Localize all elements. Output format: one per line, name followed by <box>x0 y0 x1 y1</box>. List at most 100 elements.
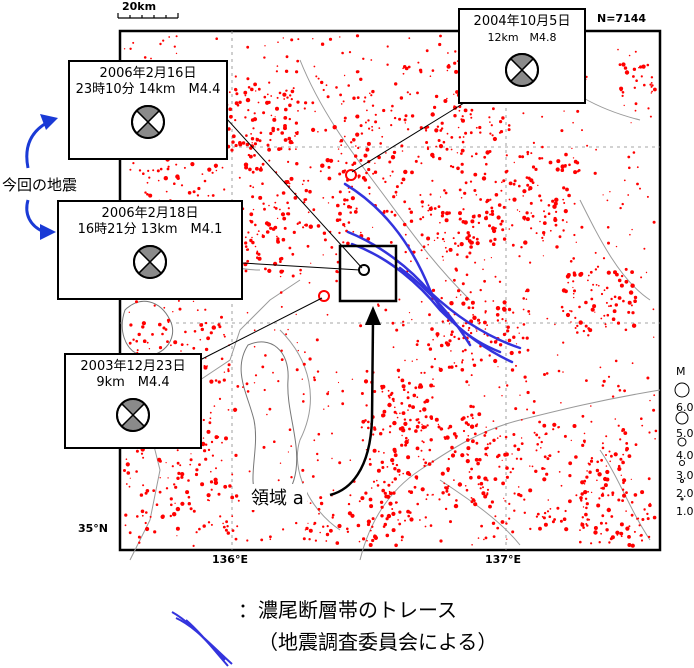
epicenter-dot <box>372 480 376 483</box>
epicenter-dot <box>628 525 631 528</box>
epicenter-dot <box>214 379 218 382</box>
epicenter-dot <box>483 320 487 325</box>
event-box-2003-12-23: 2003年12月23日 9km M4.4 <box>64 353 202 449</box>
epicenter-dot <box>209 417 212 420</box>
epicenter-dot <box>526 390 530 395</box>
epicenter-dot <box>431 288 436 292</box>
epicenter-dot <box>567 281 570 284</box>
blue-arrow-down-head <box>40 224 56 240</box>
epicenter-dot <box>607 375 611 378</box>
epicenter-dot <box>466 438 470 442</box>
epicenter-dot <box>202 437 205 439</box>
epicenter-dot <box>624 279 629 284</box>
epicenter-dot <box>295 70 299 74</box>
epicenter-dot <box>343 203 346 206</box>
epicenter-dot <box>504 435 508 439</box>
epicenter-dot <box>473 189 477 192</box>
epicenter-dot <box>367 420 370 424</box>
epicenter-dot <box>141 321 146 326</box>
epicenter-dot <box>566 273 571 277</box>
epicenter-dot <box>368 127 371 130</box>
epicenter-dot <box>198 463 201 466</box>
epicenter-dot <box>327 165 331 169</box>
epicenter-dot <box>506 329 510 333</box>
epicenter-dot <box>327 391 330 393</box>
epicenter-dot <box>231 473 234 476</box>
epicenter-dot <box>621 460 625 465</box>
epicenter-dot <box>511 243 515 247</box>
epicenter-dot <box>620 532 624 536</box>
epicenter-dot <box>468 326 471 330</box>
epicenter-dot <box>440 121 444 125</box>
epicenter-dot <box>262 111 266 115</box>
epicenter-dot <box>211 194 215 197</box>
epicenter-dot <box>135 339 138 343</box>
epicenter-dot <box>511 467 515 470</box>
epicenter-dot <box>215 467 217 470</box>
epicenter-dot <box>584 512 588 517</box>
epicenter-dot <box>221 441 223 444</box>
epicenter-dot <box>583 441 586 444</box>
epicenter-dot <box>583 432 586 435</box>
epicenter-dot <box>541 145 544 149</box>
epicenter-dot <box>233 409 237 412</box>
epicenter-dot <box>404 114 408 118</box>
epicenter-dot <box>399 412 401 415</box>
epicenter-dot <box>446 132 449 135</box>
epicenter-dot <box>625 442 629 445</box>
epicenter-dot <box>352 96 356 100</box>
epicenter-dot <box>600 532 602 535</box>
epicenter-dot <box>608 450 611 453</box>
epicenter-dot <box>308 224 313 229</box>
epicenter-dot <box>619 283 624 288</box>
epicenter-dot <box>161 514 165 519</box>
epicenter-dot <box>209 480 214 484</box>
epicenter-dot <box>275 70 278 73</box>
epicenter-dot <box>304 101 308 105</box>
epicenter-dot <box>505 169 509 173</box>
epicenter-dot <box>295 313 297 316</box>
epicenter-dot <box>532 141 536 144</box>
epicenter-dot <box>494 275 497 278</box>
epicenter-dot <box>590 420 593 423</box>
epicenter-dot <box>500 520 505 524</box>
epicenter-dot <box>407 439 410 441</box>
epicenter-dot <box>244 236 247 239</box>
epicenter-dot <box>495 306 501 311</box>
epicenter-dot <box>380 505 384 509</box>
epicenter-dot <box>427 209 430 212</box>
epicenter-dot <box>444 246 447 249</box>
epicenter-dot <box>525 298 528 301</box>
epicenter-dot <box>445 147 449 151</box>
epicenter-dot <box>223 371 226 373</box>
epicenter-dot <box>277 479 280 482</box>
epicenter-dot <box>562 229 565 232</box>
epicenter-dot <box>490 212 495 216</box>
epicenter-dot <box>586 524 589 527</box>
epicenter-dot <box>396 501 398 504</box>
epicenter-dot <box>408 37 411 40</box>
epicenter-dot <box>475 241 480 246</box>
epicenter-dot <box>546 457 550 461</box>
epicenter-dot <box>290 89 295 94</box>
epicenter-dot <box>433 105 437 109</box>
epicenter-dot <box>374 113 377 116</box>
epicenter-dot <box>132 41 135 44</box>
epicenter-dot <box>623 179 626 182</box>
epicenter-dot <box>347 502 351 506</box>
epicenter-dot <box>290 38 294 42</box>
epicenter-dot <box>620 274 624 278</box>
epicenter-dot <box>388 490 391 493</box>
epicenter-dot <box>403 118 407 122</box>
epicenter-dot <box>354 154 357 157</box>
epicenter-dot <box>543 210 545 213</box>
epicenter-dot <box>501 395 503 397</box>
epicenter-dot <box>288 148 291 151</box>
epicenter-dot <box>521 336 525 340</box>
epicenter-dot <box>429 438 433 442</box>
epicenter-dot <box>581 516 584 519</box>
epicenter-dot <box>491 242 496 246</box>
epicenter-dot <box>627 155 631 159</box>
epicenter-dot <box>352 161 357 165</box>
epicenter-dot <box>606 313 610 317</box>
